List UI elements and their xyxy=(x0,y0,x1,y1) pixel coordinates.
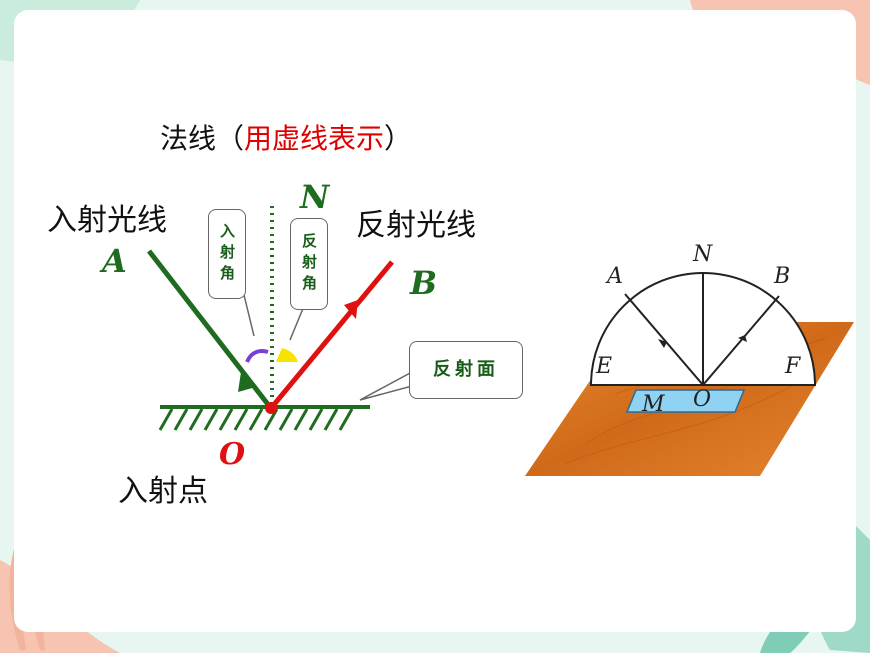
callout-pointer-reflection xyxy=(289,305,305,341)
photo-incident-ray xyxy=(624,293,704,386)
title-normal-text: 法线（ xyxy=(160,122,245,155)
mirror-strip xyxy=(625,389,746,413)
photo-label-a: A xyxy=(607,264,623,289)
photo-label-m: M xyxy=(642,392,665,417)
point-o-label: O xyxy=(219,437,246,472)
title-red-text: 用虚线表示 xyxy=(244,122,385,155)
incidence-point-label: 入射点 xyxy=(118,474,208,509)
photo-label-e: E xyxy=(596,354,613,379)
reflected-ray-arrow xyxy=(344,300,358,319)
reflection-angle-label: 反射角 xyxy=(300,232,318,296)
reflected-ray xyxy=(270,260,394,409)
photo-incident-arrow xyxy=(658,339,667,348)
callout-pointer-surface xyxy=(359,371,413,401)
point-b-label: B xyxy=(410,264,438,302)
photo-label-b: B xyxy=(774,264,791,289)
page-title: 法线（用虚线表示） xyxy=(160,117,412,157)
photo-reflected-arrow xyxy=(738,335,747,342)
incident-angle-arc xyxy=(245,349,269,363)
incident-angle-callout: 入射角 xyxy=(208,209,246,299)
reflecting-surface-label: 反射面 xyxy=(433,359,499,380)
incident-angle-label: 入射角 xyxy=(218,222,236,286)
incident-ray-label: 入射光线 xyxy=(47,203,167,238)
callout-pointer-incident xyxy=(243,294,255,337)
reflection-angle-callout: 反射角 xyxy=(290,218,328,310)
incidence-point xyxy=(265,402,277,414)
photo-label-f: F xyxy=(785,354,801,379)
title-close-text: ） xyxy=(384,122,413,155)
reflected-ray-label: 反射光线 xyxy=(356,208,476,243)
experiment-illustration: A N B E F O M xyxy=(525,244,854,476)
point-n-label: N xyxy=(300,178,330,216)
experiment-svg xyxy=(525,272,854,476)
content-panel xyxy=(14,10,856,632)
photo-reflected-ray xyxy=(702,295,780,386)
reflecting-surface-callout: 反射面 xyxy=(409,341,523,399)
reflection-angle-marker xyxy=(276,348,298,362)
point-a-label: A xyxy=(102,242,127,280)
photo-label-n: N xyxy=(693,244,713,267)
incident-ray-arrow xyxy=(238,372,256,392)
photo-label-o: O xyxy=(693,387,712,412)
mirror-hatching xyxy=(158,408,354,431)
